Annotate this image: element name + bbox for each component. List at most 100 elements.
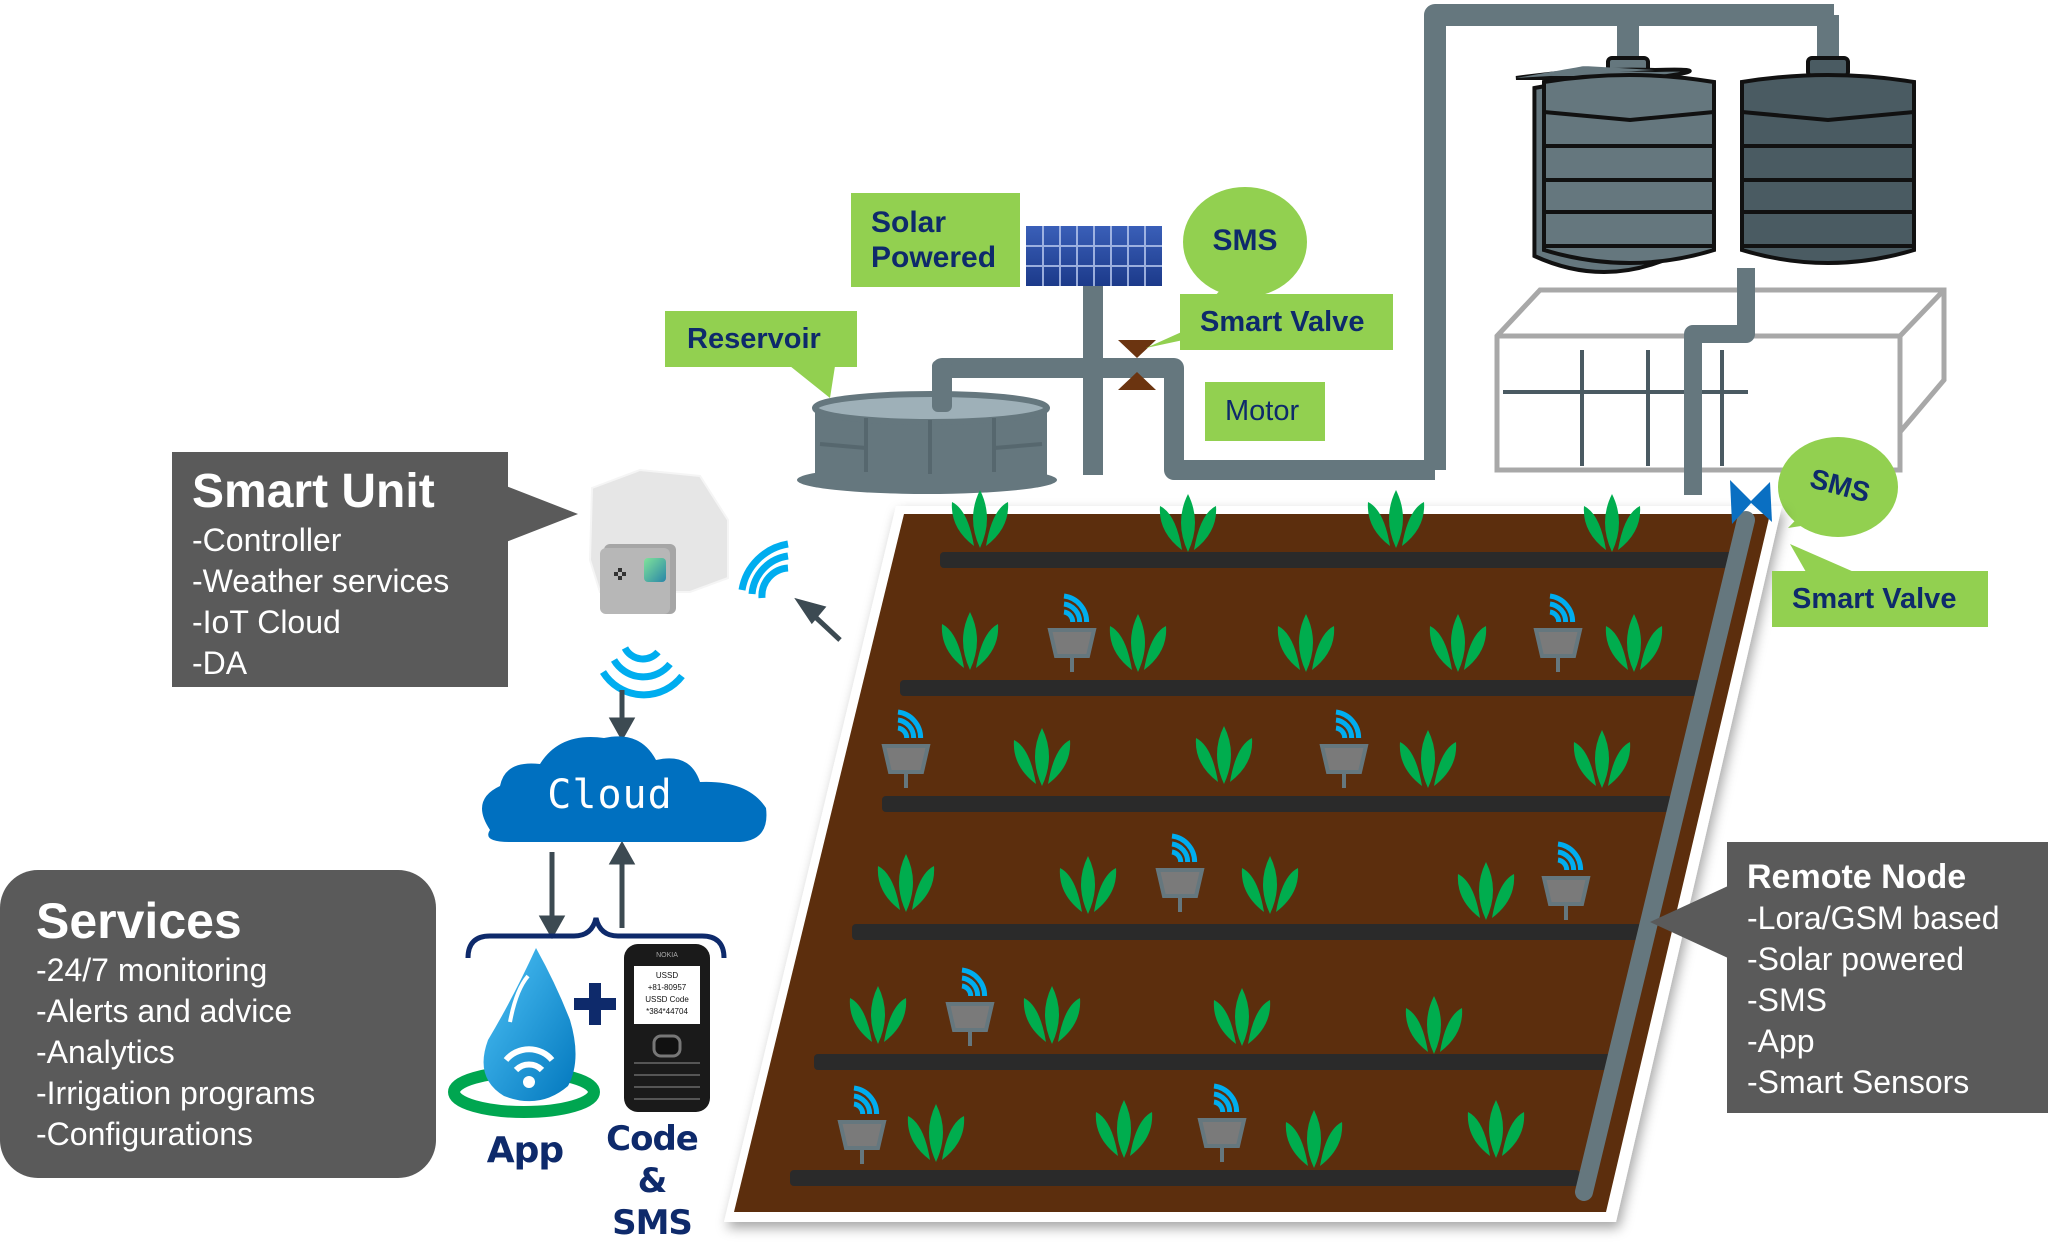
plant-icon — [1013, 728, 1071, 786]
remote-node-item: -App — [1747, 1023, 1815, 1059]
solar-panel-icon — [1026, 226, 1162, 286]
plant-icon — [1159, 494, 1217, 552]
sensor-wifi-icon — [1549, 593, 1576, 623]
code-sms-caption: Code & SMS — [590, 1118, 714, 1244]
smart-unit-callout-pointer — [506, 486, 578, 542]
phone-screen-line: +81-80957 — [647, 983, 687, 992]
smart-unit-item: -DA — [192, 645, 248, 681]
services-item: -Irrigation programs — [36, 1075, 316, 1111]
plant-icon — [1059, 856, 1117, 914]
remote-node-callout-pointer — [1650, 886, 1728, 958]
plants-layer — [849, 490, 1663, 1168]
water-tank-right-body — [1740, 56, 1916, 265]
tank-stand-grid — [1503, 350, 1748, 466]
sensor-wifi-icon — [1335, 709, 1362, 739]
motor-label: Motor — [1205, 382, 1325, 441]
soil-sensor-icon — [1155, 833, 1205, 912]
soil-sensor-icon — [881, 709, 931, 788]
tank-to-field-pipe — [1684, 268, 1755, 495]
sms-top-label: SMS — [1212, 224, 1278, 257]
solar-powered-label: Solar Powered — [851, 193, 1020, 287]
smart-unit-item: -Controller — [192, 522, 342, 558]
plus-icon — [574, 983, 616, 1025]
plant-icon — [1109, 614, 1167, 672]
phone-screen-line: USSD — [655, 971, 679, 980]
soil-sensor-icon — [1047, 593, 1097, 672]
sensors-layer — [837, 593, 1591, 1164]
plant-icon — [1285, 1110, 1343, 1168]
sensor-wifi-icon — [897, 709, 924, 739]
soil-sensor-icon — [1533, 593, 1583, 672]
solar-powered-line2: Powered — [871, 241, 997, 274]
plant-icon — [1095, 1100, 1153, 1158]
smart-unit-callout: Smart Unit -Controller -Weather services… — [172, 452, 508, 687]
plant-icon — [951, 490, 1009, 548]
remote-node-title: Remote Node — [1747, 858, 1967, 896]
remote-node-item: -Smart Sensors — [1747, 1064, 1970, 1100]
app-caption: App — [486, 1130, 564, 1171]
plant-icon — [1241, 856, 1299, 914]
phone-screen-line: *384*44704 — [646, 1007, 688, 1016]
smart-unit-title: Smart Unit — [192, 465, 435, 518]
services-item: -Analytics — [36, 1034, 175, 1070]
soil-sensor-icon — [1197, 1083, 1247, 1162]
water-tank-left-body — [1542, 73, 1716, 265]
plant-icon — [849, 986, 907, 1044]
services-box: Services -24/7 monitoring -Alerts and ad… — [0, 870, 436, 1178]
smart-unit-item: -IoT Cloud — [192, 604, 341, 640]
phone-screen: USSD +81-80957 USSD Code *384*44704 — [634, 970, 700, 1018]
plant-icon — [1457, 862, 1515, 920]
remote-node-callout: Remote Node -Lora/GSM based -Solar power… — [1727, 842, 2048, 1113]
plant-icon — [1213, 988, 1271, 1046]
sensor-wifi-icon — [1063, 593, 1090, 623]
smart-valve-right-label: Smart Valve — [1772, 571, 1988, 627]
remote-node-item: -Solar powered — [1747, 941, 1964, 977]
mobile-phone-icon — [624, 944, 710, 1112]
solar-powered-line1: Solar — [871, 206, 947, 239]
plant-icon — [941, 612, 999, 670]
remote-node-item: -Lora/GSM based — [1747, 900, 2000, 936]
remote-node-item: -SMS — [1747, 982, 1827, 1018]
plant-icon — [1405, 996, 1463, 1054]
app-drop-icon — [448, 948, 600, 1118]
phone-screen-line: USSD Code — [645, 995, 689, 1004]
sensor-wifi-icon — [1213, 1083, 1240, 1113]
services-item: -Configurations — [36, 1116, 253, 1152]
cloud-icon — [482, 736, 767, 842]
field-main-pipe — [1575, 511, 1755, 1201]
motor-valve-icon — [1118, 340, 1156, 390]
code-sms-line1: Code & — [606, 1119, 699, 1201]
code-sms-line2: SMS — [612, 1203, 693, 1243]
plant-icon — [907, 1104, 965, 1162]
plant-icon — [1467, 1100, 1525, 1158]
smart-unit-item: -Weather services — [192, 563, 450, 599]
field-smart-valve-icon — [1730, 480, 1772, 524]
brace-bracket — [465, 917, 727, 959]
smart-valve-top-label: Smart Valve — [1180, 294, 1393, 350]
plant-icon — [1399, 730, 1457, 788]
services-title: Services — [36, 893, 242, 949]
reservoir-label: Reservoir — [665, 311, 857, 367]
plant-icon — [1573, 730, 1631, 788]
sms-bubble-right — [1778, 437, 1898, 537]
plant-icon — [877, 854, 935, 912]
plant-icon — [1429, 614, 1487, 672]
plant-icon — [1277, 614, 1335, 672]
sms-bubble-top — [1183, 187, 1307, 297]
plant-icon — [1605, 614, 1663, 672]
soil-sensor-icon — [1319, 709, 1369, 788]
arrows — [538, 597, 842, 940]
services-item: -24/7 monitoring — [36, 952, 268, 988]
cloud-label: Cloud — [547, 772, 673, 818]
phone-brand: NOKIA — [656, 952, 678, 959]
wifi-icon-smart-unit-right — [738, 540, 789, 599]
wifi-icon-smart-unit-bottom — [600, 646, 685, 699]
sensor-wifi-icon — [961, 967, 988, 997]
plant-icon — [1023, 986, 1081, 1044]
services-item: -Alerts and advice — [36, 993, 293, 1029]
reservoir-tank — [797, 360, 1057, 494]
drip-lines — [790, 552, 1740, 1186]
plant-icon — [1195, 726, 1253, 784]
plant-icon — [1367, 490, 1425, 548]
